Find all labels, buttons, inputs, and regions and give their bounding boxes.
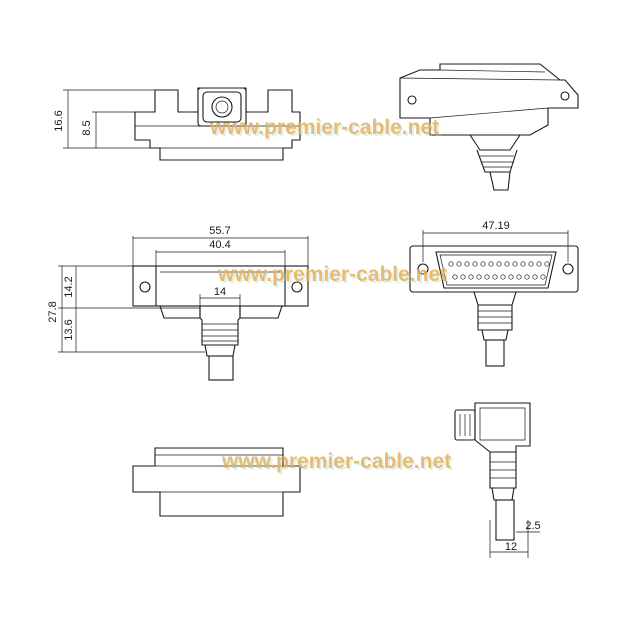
front-view: 55.7 40.4 14 27.8 14.2 13.6 — [47, 225, 309, 381]
dim-connector-width: 47.19 — [482, 220, 510, 232]
dim-front-inner-width: 40.4 — [209, 239, 230, 251]
pin-row-bottom — [452, 274, 546, 280]
pin-row-top — [448, 261, 550, 267]
dim-front-lower-height: 13.6 — [63, 319, 75, 340]
dim-cable-width: 14 — [214, 286, 226, 298]
dim-cable-diameter: 12 — [505, 541, 517, 553]
dim-wall-offset: 2.5 — [525, 520, 540, 532]
bottom-view — [132, 447, 301, 517]
watermark-shadow-3: www.premier-cable.net — [223, 452, 453, 475]
watermark-shadow-2: www.premier-cable.net — [219, 265, 449, 288]
dsub-face-view: 47.19 — [409, 220, 579, 367]
dim-front-upper-height: 14.2 — [63, 276, 75, 297]
dim-side-height-total: 16.6 — [53, 110, 65, 131]
watermark-2: www.premier-cable.net — [217, 263, 447, 286]
watermark-1: www.premier-cable.net — [209, 116, 439, 139]
dim-side-height-partial: 8.5 — [81, 120, 93, 135]
top-side-view: 16.6 8.5 — [53, 87, 301, 161]
dim-front-overall-width: 55.7 — [209, 225, 230, 237]
watermark-3: www.premier-cable.net — [221, 450, 451, 473]
dim-front-total-height: 27.8 — [47, 301, 59, 322]
watermark-shadow-1: www.premier-cable.net — [211, 118, 441, 141]
isometric-view — [399, 63, 579, 191]
side-profile-view: 12 2.5 — [454, 402, 541, 558]
